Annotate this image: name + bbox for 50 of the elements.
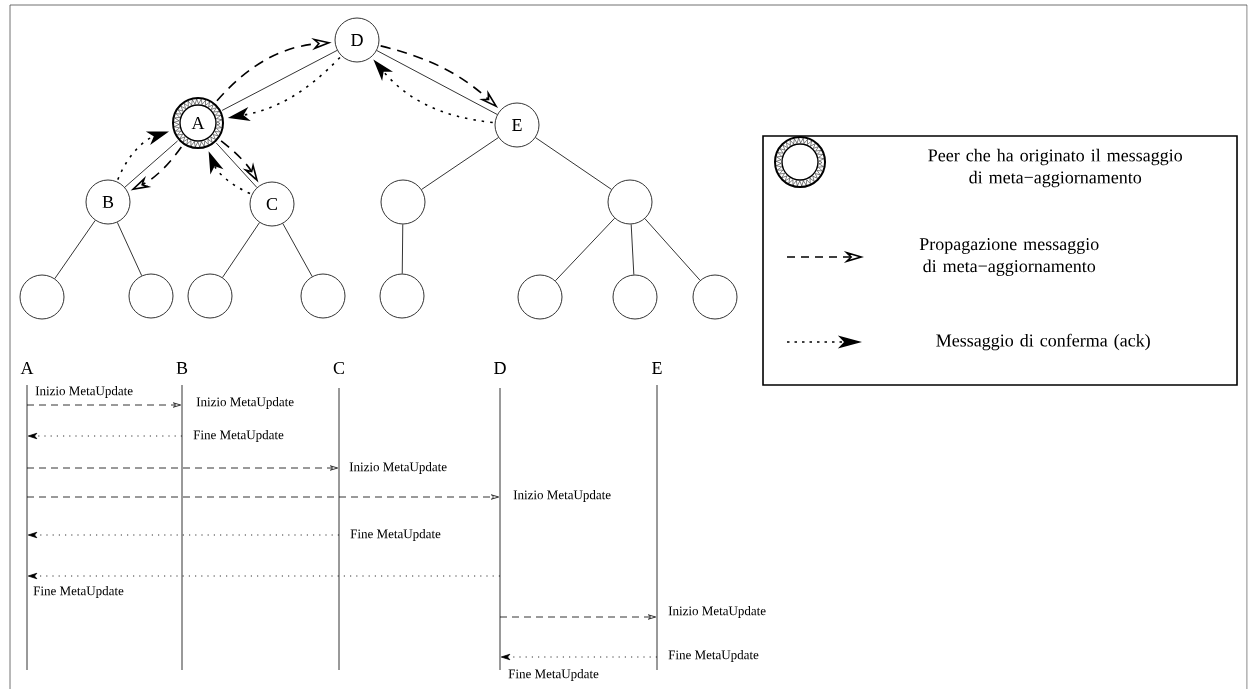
lifeline: D	[494, 362, 506, 671]
tree-link	[401, 224, 404, 274]
tree-link	[222, 222, 260, 278]
tree-link	[644, 218, 701, 281]
edge-label: Fine MetaUpdate	[668, 650, 759, 662]
message-arrow	[26, 494, 499, 500]
peer-circle	[128, 273, 174, 319]
edge-label: Inizio MetaUpdate	[349, 462, 447, 474]
lifeline: A	[20, 362, 34, 671]
tree-link	[282, 223, 313, 277]
peer-circle	[19, 274, 65, 320]
message-label: Inizio MetaUpdate	[35, 386, 133, 398]
peer-circle	[612, 274, 658, 320]
message-arrow	[27, 572, 501, 580]
tree-link	[421, 137, 499, 190]
message-label: Fine MetaUpdate	[508, 669, 599, 681]
tree-link	[54, 220, 96, 279]
message-arrow	[27, 432, 183, 440]
message-arrow	[499, 614, 656, 620]
edge-label: Inizio MetaUpdate	[668, 606, 766, 618]
lifeline: B	[176, 362, 188, 671]
peer-circle	[692, 274, 738, 320]
tree-link	[535, 137, 612, 190]
peer-circle	[607, 179, 653, 225]
edge-label: Fine MetaUpdate	[33, 586, 124, 598]
tree-link	[630, 224, 635, 276]
peer-circle	[300, 273, 346, 319]
legend-text: Messaggio di conferma (ack)	[936, 333, 1150, 351]
lifeline: E	[652, 362, 662, 671]
tree-link	[116, 221, 143, 277]
edge-label: Inizio MetaUpdate	[513, 490, 611, 502]
peer-circle	[517, 274, 563, 320]
tree-link	[555, 217, 615, 282]
highlighted-peer-circle: A	[172, 97, 224, 149]
edge-label: Fine MetaUpdate	[193, 430, 284, 442]
edge-label: Fine MetaUpdate	[350, 529, 441, 541]
legend-text: Propagazione messaggio di meta−aggiornamento	[919, 238, 1099, 276]
message-arrow	[500, 653, 658, 661]
peer-circle	[380, 179, 426, 225]
lifeline: C	[333, 361, 344, 671]
message-arrow	[26, 465, 338, 471]
tree-link	[124, 140, 178, 188]
message-arrow	[26, 402, 181, 408]
peer-circle	[187, 273, 233, 319]
tree-link	[376, 50, 498, 115]
legend-text: Peer che ha originato il messaggio di meta−aggiornamento	[928, 148, 1182, 188]
tree-link	[221, 49, 338, 111]
peer-circle	[379, 273, 425, 319]
edge-label: Inizio MetaUpdate	[196, 397, 294, 409]
message-arrow	[27, 531, 340, 539]
